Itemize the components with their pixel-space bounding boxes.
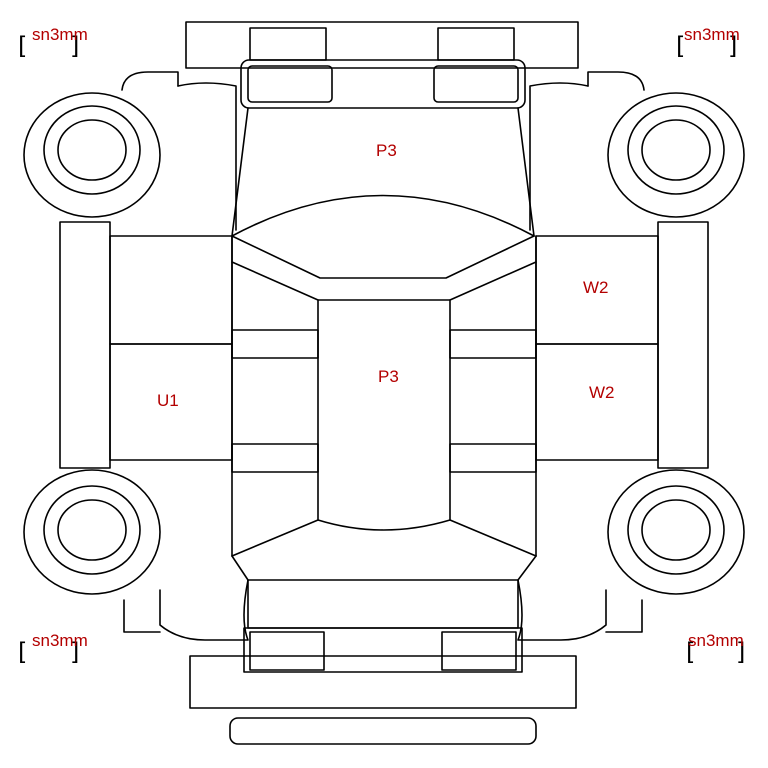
corner-top-left: [ ] sn3mm [18,25,88,60]
bracket-open: [ [686,638,695,666]
bracket-close: ] [70,638,79,666]
bracket-close: ] [736,638,745,666]
corner-bottom-right: [ ] sn3mm [686,631,745,666]
windshield [231,235,535,279]
rear-window [231,555,537,581]
left-front-door [109,235,233,345]
bracket-open: [ [676,32,685,60]
rear-right-fender [517,579,643,641]
corner-top-right: [ ] sn3mm [676,25,740,60]
hood-panel [231,107,535,237]
corner-label-top-right: sn3mm [684,25,740,44]
rear-right-wheel [607,469,745,595]
trunk-panel [247,579,519,629]
bracket-close: ] [70,32,79,60]
bracket-open: [ [18,638,27,666]
right-rear-door-damage-code: W2 [589,383,615,402]
front-right-fender [529,71,645,231]
left-door-damage-code: U1 [157,391,179,410]
front-right-wheel [607,92,745,218]
right-rear-door [535,343,659,461]
rear-left-wheel [23,469,161,595]
rear-lamps [243,627,523,673]
corner-label-bottom-right: sn3mm [688,631,744,650]
right-front-door-damage-code: W2 [583,278,609,297]
front-left-fender [121,71,237,231]
rear-bumper [189,655,577,745]
corner-label-top-left: sn3mm [32,25,88,44]
bracket-close: ] [728,32,737,60]
right-side-windows [449,235,537,557]
front-grille [240,59,526,109]
right-sill [657,221,709,469]
rear-left-fender [123,579,249,641]
corner-bottom-left: [ ] sn3mm [18,631,88,666]
corner-label-bottom-left: sn3mm [32,631,88,650]
hood-damage-code: P3 [376,141,397,160]
left-side-windows [231,235,319,557]
left-sill [59,221,111,469]
roof-damage-code: P3 [378,367,399,386]
roof-panel [317,299,451,531]
bracket-open: [ [18,32,27,60]
front-left-wheel [23,92,161,218]
